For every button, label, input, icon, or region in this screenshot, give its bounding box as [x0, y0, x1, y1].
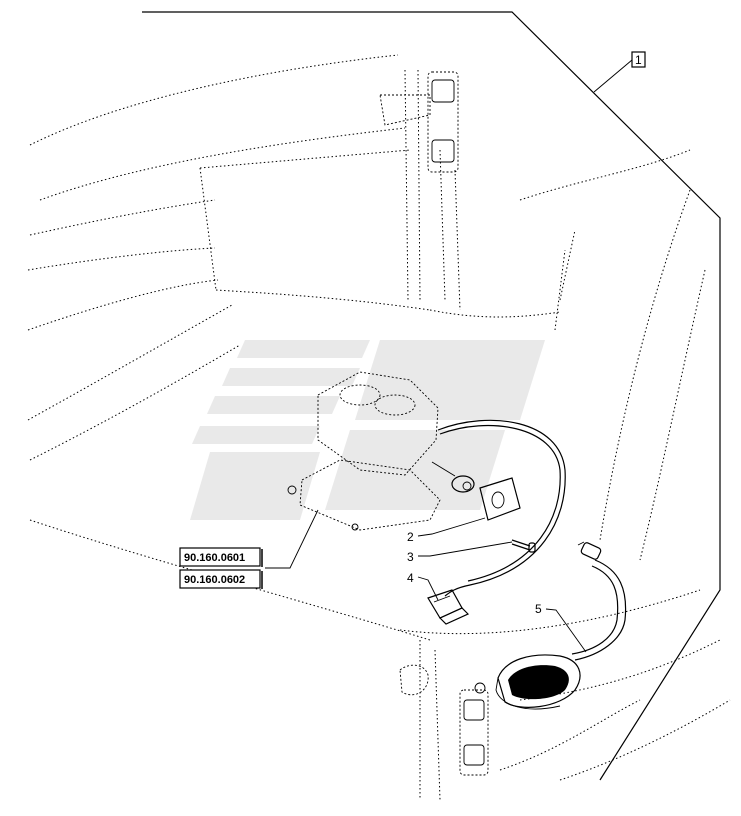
- upper-hinge: [379, 71, 459, 173]
- reference-box-2[interactable]: 90.160.0602: [179, 569, 263, 589]
- switch-housing: [287, 371, 441, 531]
- lower-hinge: [399, 664, 489, 776]
- foot-pedal: [495, 654, 581, 710]
- screw: [511, 539, 536, 553]
- callout-3-label: 3: [407, 550, 414, 564]
- callout-5-label: 5: [535, 602, 542, 616]
- switch-plunger: [431, 461, 475, 493]
- cab-structure: [27, 54, 731, 801]
- pedal-cable: [571, 541, 627, 661]
- watermark-logo: [190, 340, 545, 520]
- connector-plug: [427, 589, 470, 625]
- reference-code-1: 90.160.0601: [184, 552, 245, 564]
- callout-1: 1: [631, 51, 646, 68]
- leader-lines: [265, 59, 633, 653]
- callout-4-label: 4: [407, 571, 414, 585]
- switch-cable: [437, 419, 566, 597]
- assembly-frame: [142, 11, 721, 781]
- callout-1-label: 1: [635, 53, 642, 67]
- reference-box-1[interactable]: 90.160.0601: [179, 547, 263, 567]
- reference-code-2: 90.160.0602: [184, 574, 245, 586]
- callout-2-label: 2: [407, 530, 414, 544]
- gasket-plate: [479, 477, 521, 521]
